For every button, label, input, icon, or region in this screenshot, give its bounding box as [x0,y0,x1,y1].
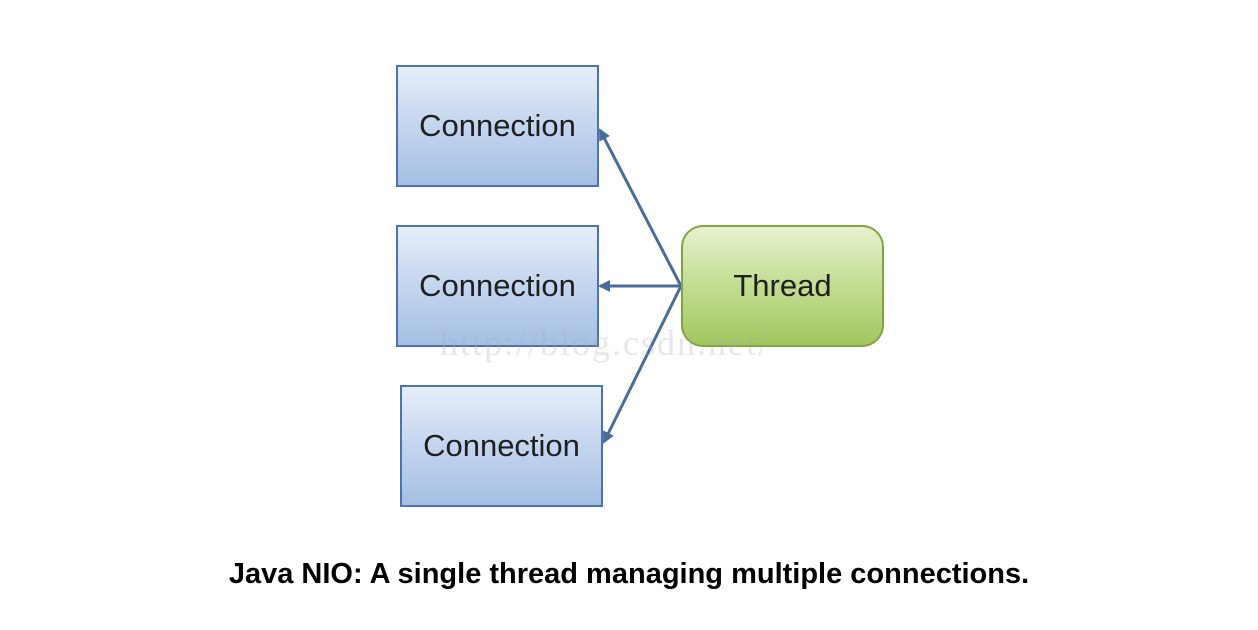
connection-box-2: Connection [396,225,599,347]
watermark-text: http://blog.csdn.net/ [440,323,770,363]
connection-label-1: Connection [419,108,576,143]
arrow-to-connection-1 [598,128,683,287]
connection-label-2: Connection [419,268,576,303]
connection-box-1: Connection [396,65,599,187]
diagram-caption: Java NIO: A single thread managing multi… [228,558,1030,590]
thread-box: Thread [681,225,884,347]
connection-label-3: Connection [423,428,580,463]
thread-label: Thread [733,268,832,303]
connection-box-3: Connection [400,385,603,507]
arrow-to-connection-3 [602,285,683,444]
